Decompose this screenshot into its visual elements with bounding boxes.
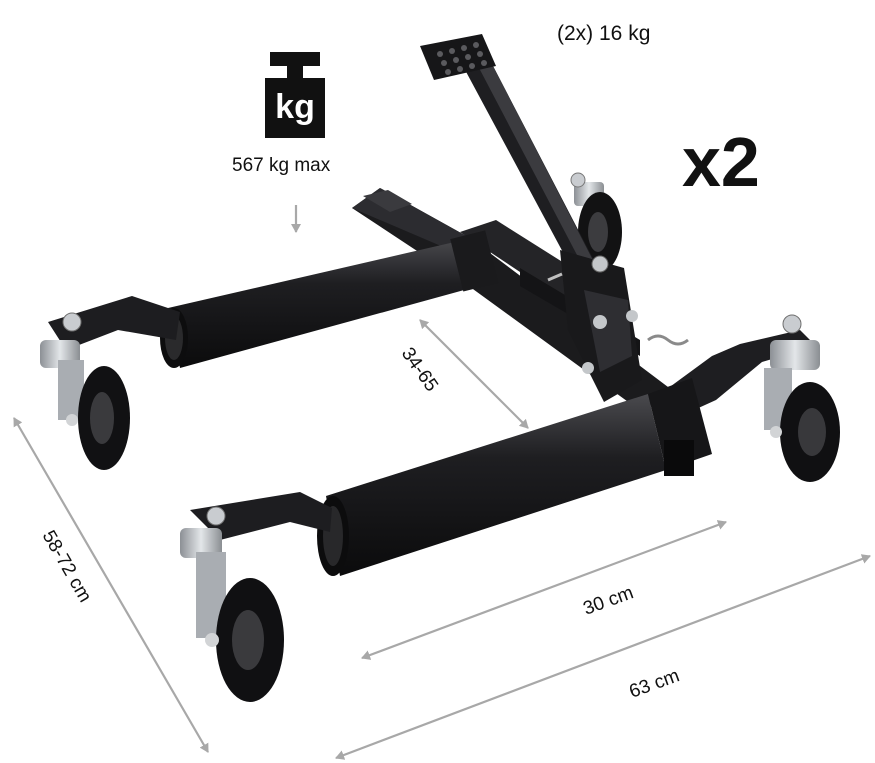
width-dimension-line bbox=[335, 554, 871, 760]
weight-label: (2x) 16 kg bbox=[557, 22, 650, 45]
foot-pedal-lever bbox=[420, 34, 600, 284]
jack-mechanism bbox=[547, 250, 689, 402]
arm-length-label: 30 cm bbox=[581, 582, 637, 619]
dimension-lines bbox=[13, 205, 871, 760]
caster-wheel-rear-left bbox=[180, 492, 332, 702]
caster-wheel-front-left bbox=[40, 296, 180, 470]
arm-length-dimension-line bbox=[361, 520, 727, 660]
roller-tube-right bbox=[317, 378, 712, 576]
depth-dimension-line bbox=[13, 417, 209, 753]
quantity-label: x2 bbox=[682, 123, 760, 201]
depth-label: 58-72 cm bbox=[38, 527, 96, 606]
arm-gap-label: 34-65 bbox=[397, 344, 442, 396]
weight-kg-icon: kg bbox=[265, 52, 325, 138]
roller-tube-left bbox=[160, 230, 499, 368]
weight-icon-text: kg bbox=[275, 88, 315, 126]
width-label: 63 cm bbox=[627, 665, 683, 702]
arm-gap-dimension-line bbox=[419, 319, 529, 429]
max-load-label: 567 kg max bbox=[232, 155, 331, 176]
